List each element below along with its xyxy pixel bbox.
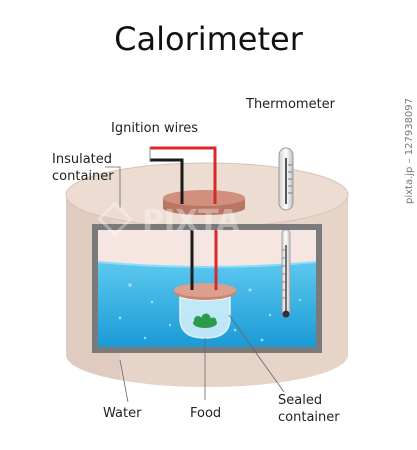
diagram-title: Calorimeter bbox=[114, 20, 303, 58]
leader-lines bbox=[105, 166, 285, 403]
thermometer bbox=[278, 147, 294, 211]
food bbox=[193, 313, 217, 328]
watermark-center: PIXTA bbox=[142, 204, 240, 239]
inner-thermometer bbox=[281, 230, 291, 318]
label-food: Food bbox=[190, 406, 222, 421]
label-insulated-container: Insulated container bbox=[52, 152, 114, 184]
cutaway-window bbox=[92, 224, 322, 353]
watermark-side-text: pixta.jp – 127938097 bbox=[404, 98, 415, 204]
watermark-logo: PIXTA bbox=[97, 201, 240, 239]
bubbles bbox=[118, 283, 302, 342]
watermark-side: pixta.jp – 127938097 bbox=[404, 98, 415, 204]
label-water: Water bbox=[103, 406, 142, 421]
label-sealed-container: Sealed container bbox=[278, 393, 340, 425]
label-thermometer: Thermometer bbox=[246, 97, 336, 112]
label-ignition-wires: Ignition wires bbox=[111, 121, 199, 136]
ignition-wires bbox=[149, 146, 217, 204]
